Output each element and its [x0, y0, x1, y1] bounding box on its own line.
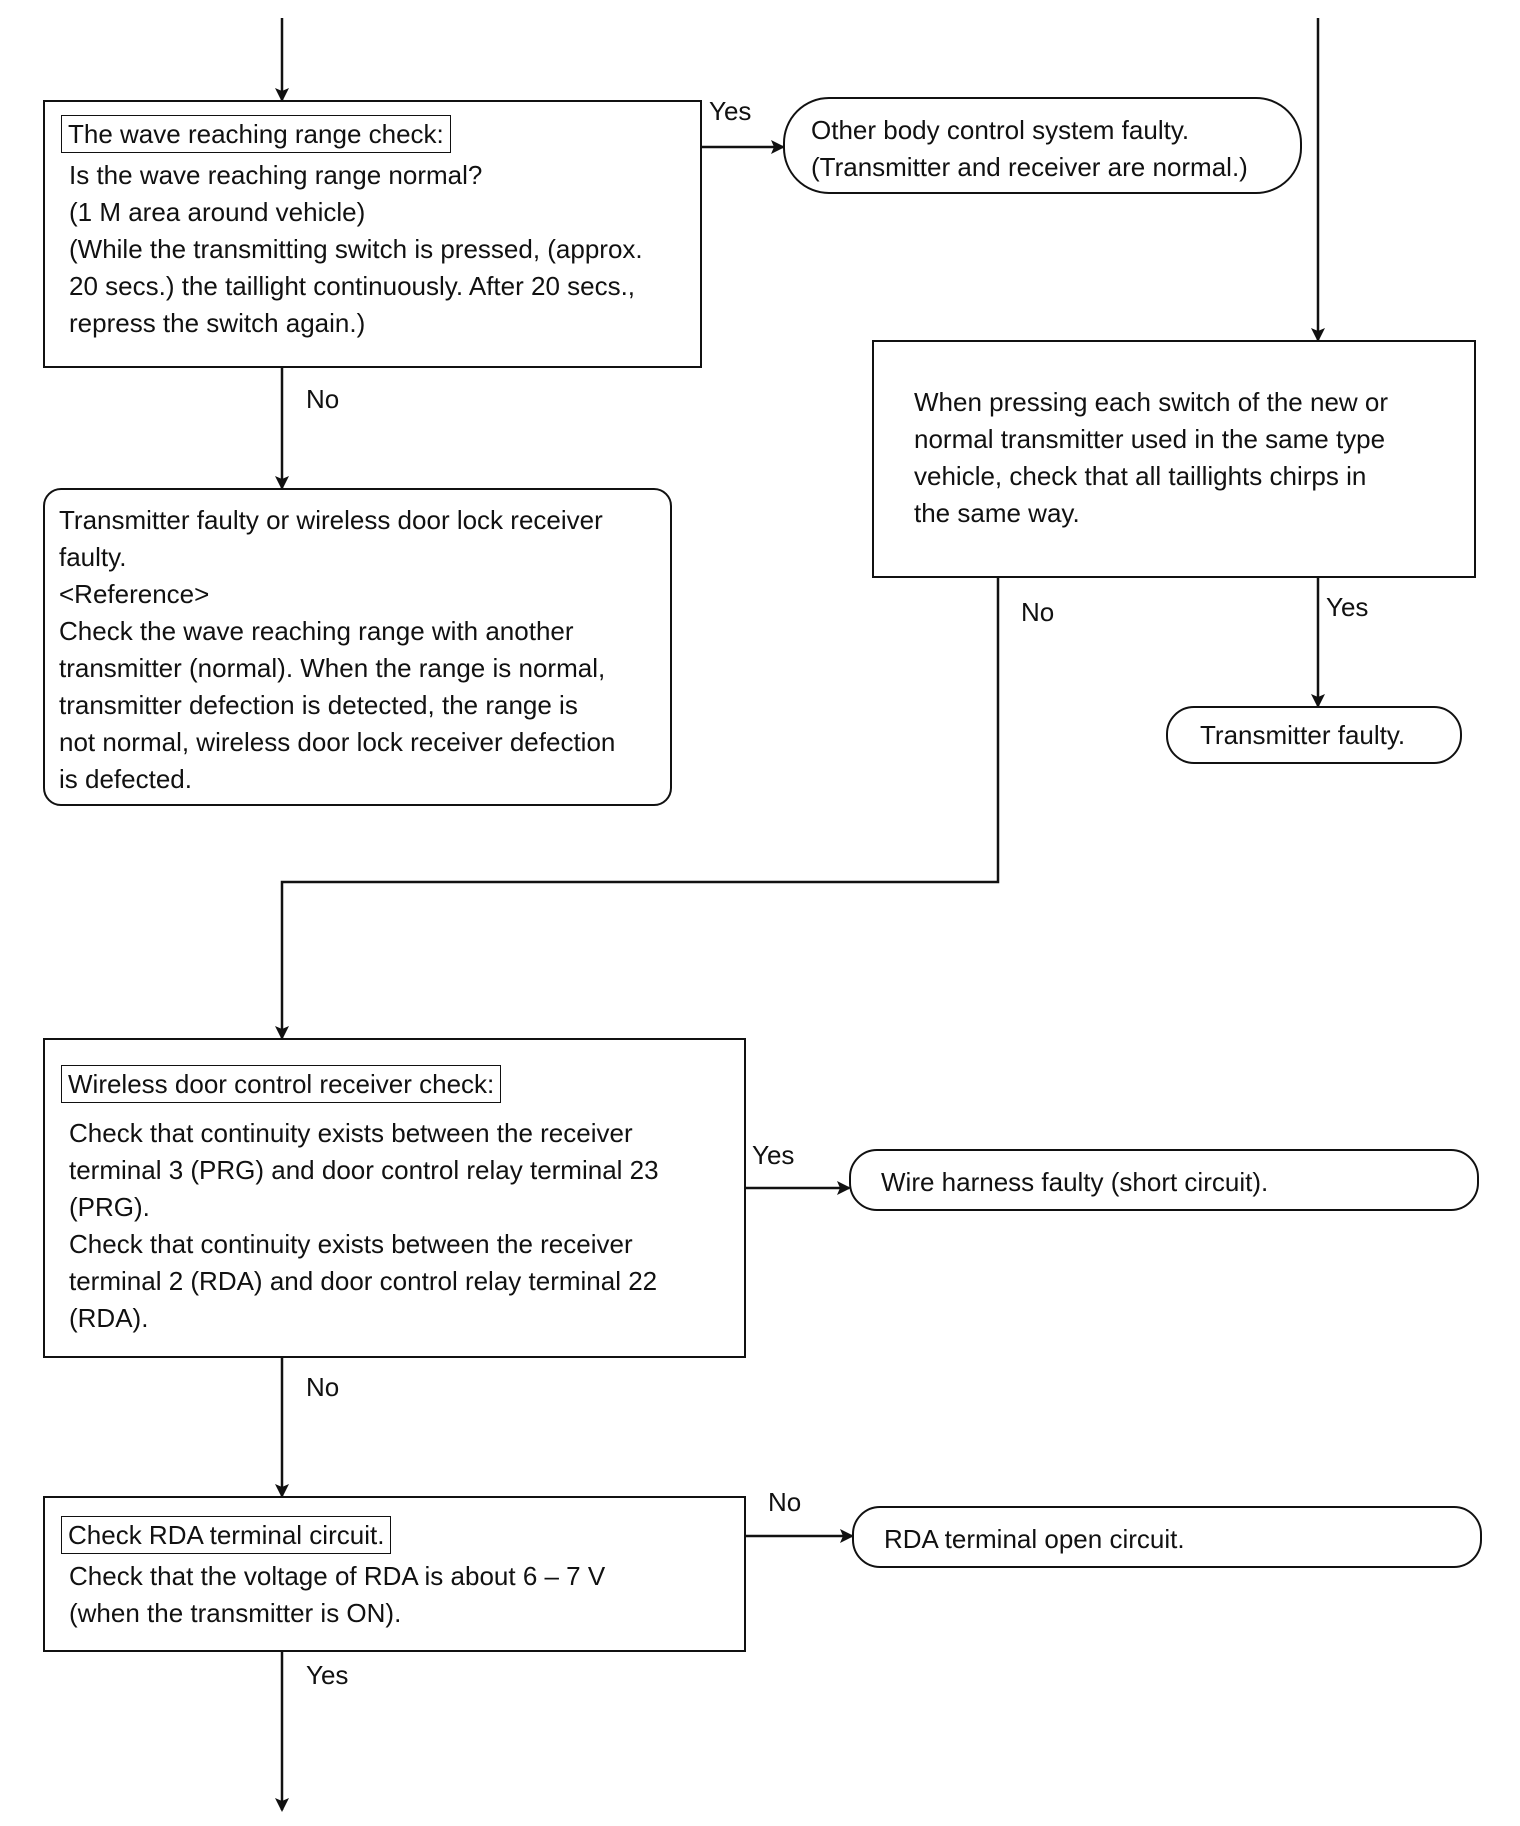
rda-terminal-check-box: Check RDA terminal circuit. Check that t… — [43, 1496, 746, 1652]
other-system-faulty-terminal: Other body control system faulty. (Trans… — [783, 97, 1302, 194]
transmitter-faulty-text: Transmitter faulty. — [1200, 720, 1406, 750]
rda-open-circuit-terminal: RDA terminal open circuit. — [852, 1506, 1482, 1568]
receiver-check-box: Wireless door control receiver check: Ch… — [43, 1038, 746, 1358]
wave-range-check-body: Is the wave reaching range normal? (1 M … — [69, 160, 643, 338]
arrow-new-no — [275, 578, 1000, 1040]
wave-range-check-title: The wave reaching range check: — [61, 115, 451, 153]
label-receiver-yes: Yes — [752, 1140, 795, 1170]
wire-harness-faulty-text: Wire harness faulty (short circuit). — [881, 1167, 1269, 1197]
rda-open-circuit-text: RDA terminal open circuit. — [884, 1524, 1185, 1554]
label-wave-no: No — [306, 384, 340, 414]
new-transmitter-check-text: When pressing each switch of the new or … — [914, 387, 1389, 528]
receiver-check-body: Check that continuity exists between the… — [69, 1118, 659, 1333]
label-new-yes: Yes — [1326, 592, 1369, 622]
label-new-no: No — [1021, 597, 1055, 627]
label-wave-yes: Yes — [709, 96, 752, 126]
wire-harness-faulty-terminal: Wire harness faulty (short circuit). — [849, 1149, 1479, 1211]
label-receiver-no: No — [306, 1372, 340, 1402]
label-rda-yes: Yes — [306, 1660, 349, 1690]
receiver-check-title: Wireless door control receiver check: — [61, 1065, 502, 1103]
rda-terminal-check-title: Check RDA terminal circuit. — [61, 1516, 392, 1554]
transmitter-or-receiver-faulty-text: Transmitter faulty or wireless door lock… — [59, 505, 616, 794]
wave-range-check-box: The wave reaching range check: Is the wa… — [43, 100, 702, 368]
transmitter-or-receiver-faulty-box: Transmitter faulty or wireless door lock… — [43, 488, 672, 806]
other-system-faulty-text: Other body control system faulty. (Trans… — [811, 115, 1248, 182]
new-transmitter-check-box: When pressing each switch of the new or … — [872, 340, 1476, 578]
transmitter-faulty-terminal: Transmitter faulty. — [1166, 706, 1462, 764]
label-rda-no: No — [768, 1487, 802, 1517]
rda-terminal-check-body: Check that the voltage of RDA is about 6… — [69, 1561, 606, 1628]
